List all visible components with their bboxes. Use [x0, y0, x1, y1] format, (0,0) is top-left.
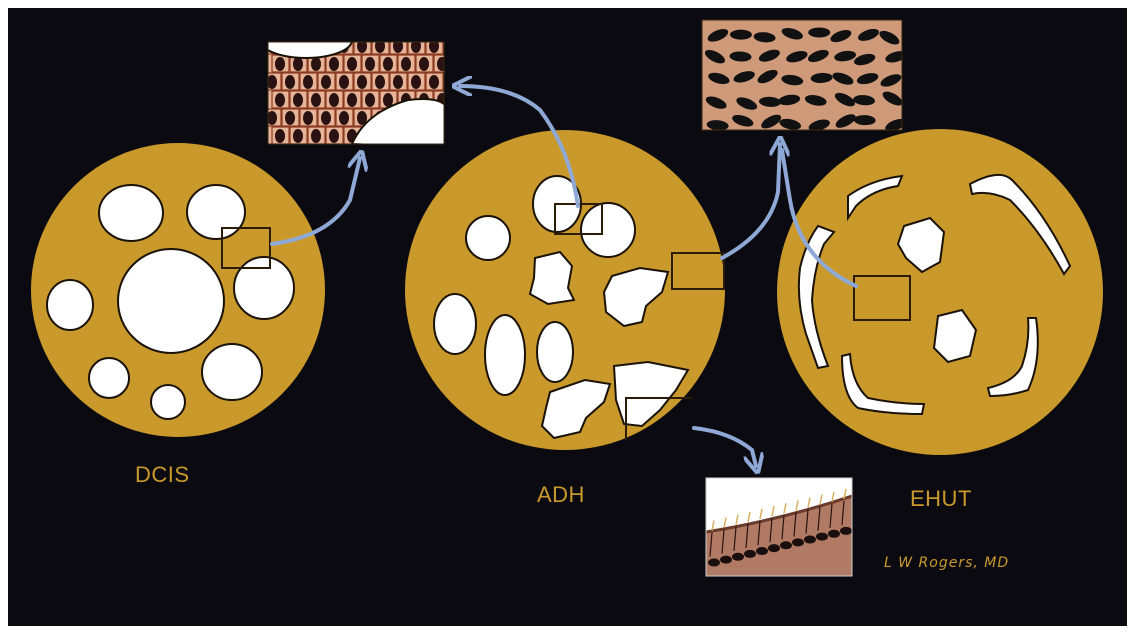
cell-nucleus	[303, 111, 313, 125]
cell-nucleus	[275, 57, 285, 71]
adh-lumen	[466, 216, 510, 260]
adh-lumen	[485, 315, 525, 395]
cell-nucleus	[275, 129, 285, 143]
dcis-lumen	[151, 385, 185, 419]
cell-nucleus	[311, 93, 321, 107]
lumen-border-inset	[706, 478, 852, 576]
cell-nucleus	[347, 57, 357, 71]
cell-nucleus	[768, 544, 780, 552]
dcis-lumen	[89, 358, 129, 398]
cell-nucleus	[375, 75, 385, 89]
dcis-label: DCIS	[135, 462, 190, 488]
dcis-duct	[31, 143, 325, 437]
cell-nucleus	[401, 57, 411, 71]
cell-nucleus	[293, 57, 303, 71]
cell-nucleus	[365, 57, 375, 71]
cell-nucleus	[804, 536, 816, 544]
cell-nucleus	[285, 75, 295, 89]
dcis-lumen	[118, 249, 224, 353]
streaming-nucleus	[808, 27, 830, 37]
cell-nucleus	[321, 75, 331, 89]
dcis-lumen	[234, 257, 294, 319]
cell-nucleus	[303, 75, 313, 89]
adh-lumen-irregular	[530, 252, 574, 304]
cell-nucleus	[339, 111, 349, 125]
streaming-nuclei-inset	[702, 20, 908, 134]
cell-nucleus	[780, 541, 792, 549]
ehut-duct	[777, 129, 1103, 455]
author-credit: L W Rogers, MD	[884, 555, 1009, 571]
cell-nucleus	[429, 75, 439, 89]
adh-lumen	[434, 294, 476, 354]
cell-nucleus	[347, 93, 357, 107]
cell-nucleus	[275, 93, 285, 107]
cell-nucleus	[732, 553, 744, 561]
cell-nucleus	[393, 75, 403, 89]
cell-nucleus	[840, 527, 852, 535]
cell-nucleus	[383, 57, 393, 71]
cell-nucleus	[756, 547, 768, 555]
cell-nucleus	[744, 550, 756, 558]
cell-nucleus	[419, 57, 429, 71]
cell-nucleus	[329, 129, 339, 143]
cell-nucleus	[720, 556, 732, 564]
cell-nucleus	[311, 129, 321, 143]
adh-lumen	[537, 322, 573, 382]
cell-nucleus	[293, 93, 303, 107]
cell-nucleus	[792, 538, 804, 546]
ehut-tissue-circle	[777, 129, 1103, 455]
adh-duct	[405, 130, 725, 450]
adh-lumen	[581, 203, 635, 257]
dcis-lumen	[202, 344, 262, 400]
ehut-label: EHUT	[910, 486, 972, 512]
cell-nucleus	[329, 57, 339, 71]
dcis-lumen	[187, 185, 245, 239]
dcis-lumen	[47, 280, 93, 330]
cell-nucleus	[828, 530, 840, 538]
cell-nucleus	[293, 129, 303, 143]
cell-nucleus	[311, 57, 321, 71]
adh-label: ADH	[537, 482, 585, 508]
cell-nucleus	[365, 93, 375, 107]
cell-nucleus	[321, 111, 331, 125]
dcis-lumen	[99, 185, 163, 241]
cell-nucleus	[708, 559, 720, 567]
cell-nucleus	[329, 93, 339, 107]
cell-nucleus	[411, 75, 421, 89]
cell-nucleus	[285, 111, 295, 125]
cell-nucleus	[339, 75, 349, 89]
cell-nucleus	[816, 533, 828, 541]
cell-nucleus	[357, 75, 367, 89]
